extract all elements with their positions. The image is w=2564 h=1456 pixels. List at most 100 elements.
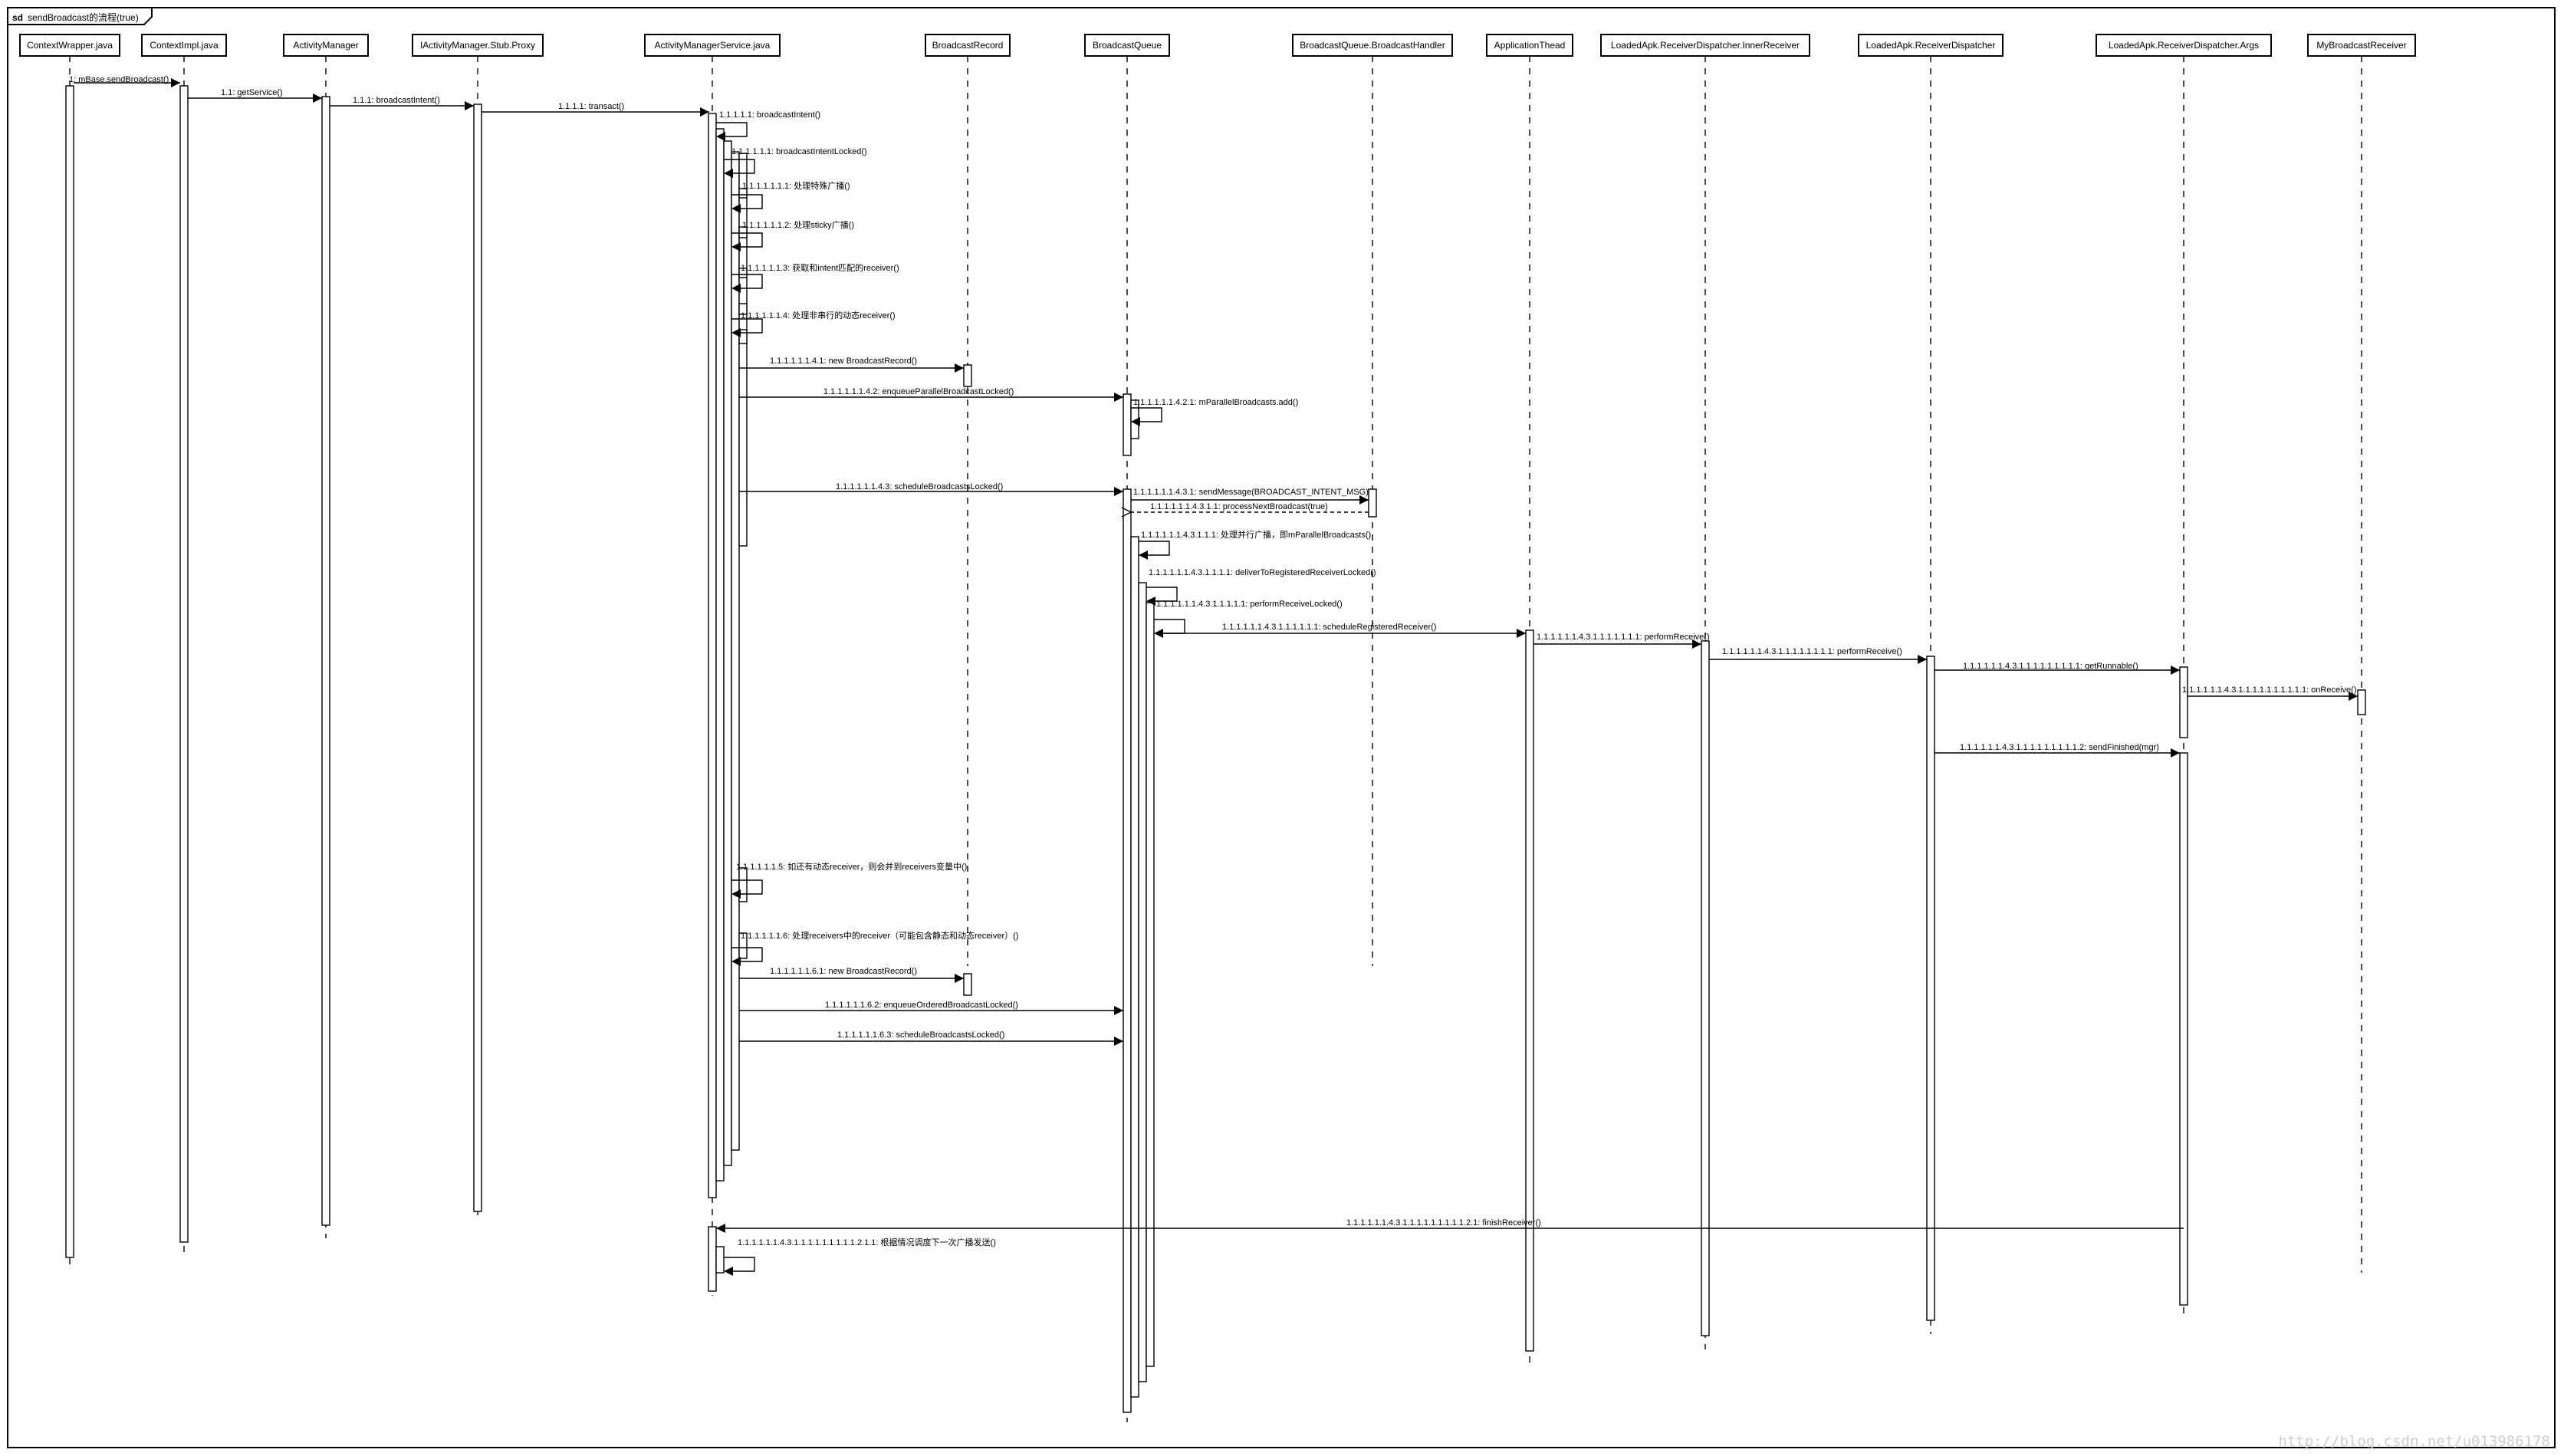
activation-bar: [715, 1246, 725, 1274]
activation-bar: [65, 85, 74, 1258]
message-arrowhead: [1692, 639, 1701, 649]
self-message-line: [731, 274, 763, 289]
message-label: 1.1.1.1.1.1.6.2: enqueueOrderedBroadcast…: [825, 1001, 1018, 1010]
activation-bar: [2179, 666, 2188, 738]
activation-bar: [321, 96, 330, 1226]
activations-layer: [65, 85, 2366, 1413]
message-label: 1.1.1.1.1.1.4.3.1.1: processNextBroadcas…: [1150, 502, 1328, 511]
messages-layer: 1: mBase.sendBroadcast() 1.1: getService(…: [69, 75, 2358, 1276]
self-message-line: [731, 947, 763, 962]
self-message-line: [1146, 587, 1178, 602]
activation-bar: [1926, 656, 1935, 1321]
message-arrowhead: [1131, 417, 1140, 426]
participant-box: [1600, 34, 1810, 57]
message-arrowhead: [1517, 629, 1526, 638]
message-label: 1.1.1.1.1.1.4.3.1.1.1.1.1.1.1: performRe…: [1537, 633, 1710, 642]
activation-bar: [2179, 752, 2188, 1306]
activation-bar: [1138, 582, 1147, 1382]
activation-bar: [963, 364, 972, 387]
participant-label: ActivityManagerService.java: [655, 40, 771, 51]
message-arrowhead: [1121, 507, 1132, 518]
message-arrowhead: [1154, 629, 1163, 638]
self-message-line: [1131, 407, 1162, 422]
activation-bar: [1123, 393, 1132, 456]
message-label: 1.1: getService(): [221, 88, 283, 97]
self-message-line: [716, 122, 748, 137]
message-arrowhead: [955, 974, 964, 983]
message-label: 1: mBase.sendBroadcast(): [69, 75, 169, 84]
self-message-line: [731, 232, 763, 248]
activation-bar: [1130, 536, 1139, 1398]
message-label: 1.1.1.1.1.1.2: 处理sticky广播(): [742, 219, 854, 230]
activation-bar: [715, 128, 725, 1182]
message-label: 1.1.1.1.1.1.4.3.1.1.1.1.1.1.1.1.1.2.1: f…: [1346, 1218, 1541, 1228]
activation-bar: [738, 268, 748, 278]
message-arrowhead: [716, 1224, 725, 1233]
participant-box: [19, 34, 120, 57]
message-label: 1.1.1.1.1.1.4.3.1: sendMessage(BROADCAST…: [1133, 488, 1369, 497]
participant-label: MyBroadcastReceiver: [2316, 40, 2406, 51]
participant-label: IActivityManager.Stub.Proxy: [420, 40, 535, 51]
message-arrowhead: [731, 284, 741, 293]
lifelines-layer: [69, 56, 2362, 1422]
participant-label: ContextImpl.java: [150, 40, 219, 51]
message-label: 1.1.1.1.1.1.4.3.1.1.1.1.1.1.1.1.1.1: onR…: [2182, 685, 2357, 695]
activation-bar: [1368, 488, 1377, 518]
participant-label: LoadedApk.ReceiverDispatcher: [1866, 40, 1996, 51]
participant-box: [1858, 34, 2004, 57]
participant-box: [283, 34, 369, 57]
message-label: 1.1.1.1.1.1.4: 处理非串行的动态receiver(): [741, 310, 896, 320]
activation-bar: [179, 85, 189, 1243]
message-label: 1.1.1.1.1.1.6.3: scheduleBroadcastsLocke…: [837, 1030, 1004, 1040]
message-label: 1.1.1.1.1.1.4.3.1.1.1.1.1.1.1.1.1.2: sen…: [1960, 743, 2159, 752]
message-label: 1.1.1.1.1.1.3: 获取和intent匹配的receiver(): [741, 262, 899, 273]
activation-bar: [738, 153, 748, 547]
message-label: 1.1.1.1.1.1.4.3.1.1.1.1.1.1.1.1: perform…: [1722, 647, 1902, 656]
message-arrowhead: [716, 132, 725, 141]
frame-keyword: sd: [12, 12, 23, 23]
message-arrowhead: [731, 242, 741, 251]
message-label: 1.1.1.1.1.1.4.3: scheduleBroadcastsLocke…: [836, 482, 1003, 491]
message-label: 1.1.1.1.1.1.1: 处理特殊广播(): [742, 180, 850, 191]
message-label: 1.1.1.1.1.1.4.3.1.1.1.1.1.1.1.1.1.2.1.1:…: [738, 1237, 996, 1247]
message-arrowhead: [1918, 655, 1927, 664]
message-arrowhead: [955, 363, 964, 373]
message-arrowhead: [171, 78, 180, 87]
activation-bar: [1123, 488, 1132, 1413]
self-message-line: [1139, 541, 1170, 556]
message-arrowhead: [2171, 748, 2180, 758]
activation-bar: [1146, 602, 1155, 1367]
activation-bar: [738, 226, 748, 238]
message-arrowhead: [313, 94, 322, 103]
activation-bar: [1525, 629, 1534, 1352]
self-message-line: [724, 1257, 755, 1272]
message-label: 1.1.1.1.1.1.4.2.1: mParallelBroadcasts.a…: [1133, 398, 1298, 407]
participant-label: ContextWrapper.java: [27, 40, 113, 51]
participant-label: LoadedApk.ReceiverDispatcher.InnerReceiv…: [1611, 40, 1800, 51]
activation-bar: [738, 188, 748, 199]
message-arrowhead: [724, 169, 733, 178]
participant-label: BroadcastQueue.BroadcastHandler: [1300, 40, 1445, 51]
message-label: 1.1.1.1.1.1.6.1: new BroadcastRecord(): [770, 967, 917, 976]
message-label: 1.1.1.1.1.1.4.3.1.1.1.1.1: performReceiv…: [1156, 600, 1343, 609]
activation-bar: [738, 932, 748, 959]
message-label: 1.1.1.1.1: broadcastIntent(): [719, 110, 820, 120]
self-message-line: [724, 159, 755, 174]
activation-bar: [738, 303, 748, 315]
activation-bar: [2357, 689, 2366, 715]
participant-box: [2096, 34, 2272, 57]
message-arrowhead: [1114, 393, 1123, 402]
message-arrowhead: [1146, 597, 1155, 606]
message-arrowhead: [465, 101, 474, 110]
participant-box: [1486, 34, 1573, 57]
message-arrowhead: [731, 889, 741, 899]
message-arrowhead: [2171, 666, 2180, 675]
activation-bar: [473, 104, 482, 1212]
self-message-line: [731, 318, 763, 334]
watermark-text: http://blog.csdn.net/u013986178: [2278, 1433, 2550, 1450]
message-label: 1.1.1.1.1.1.4.3.1.1.1: 处理并行广播，即mParallel…: [1141, 529, 1371, 540]
message-arrowhead: [1114, 1006, 1123, 1015]
self-message-line: [731, 879, 763, 895]
message-arrowhead: [700, 107, 709, 117]
